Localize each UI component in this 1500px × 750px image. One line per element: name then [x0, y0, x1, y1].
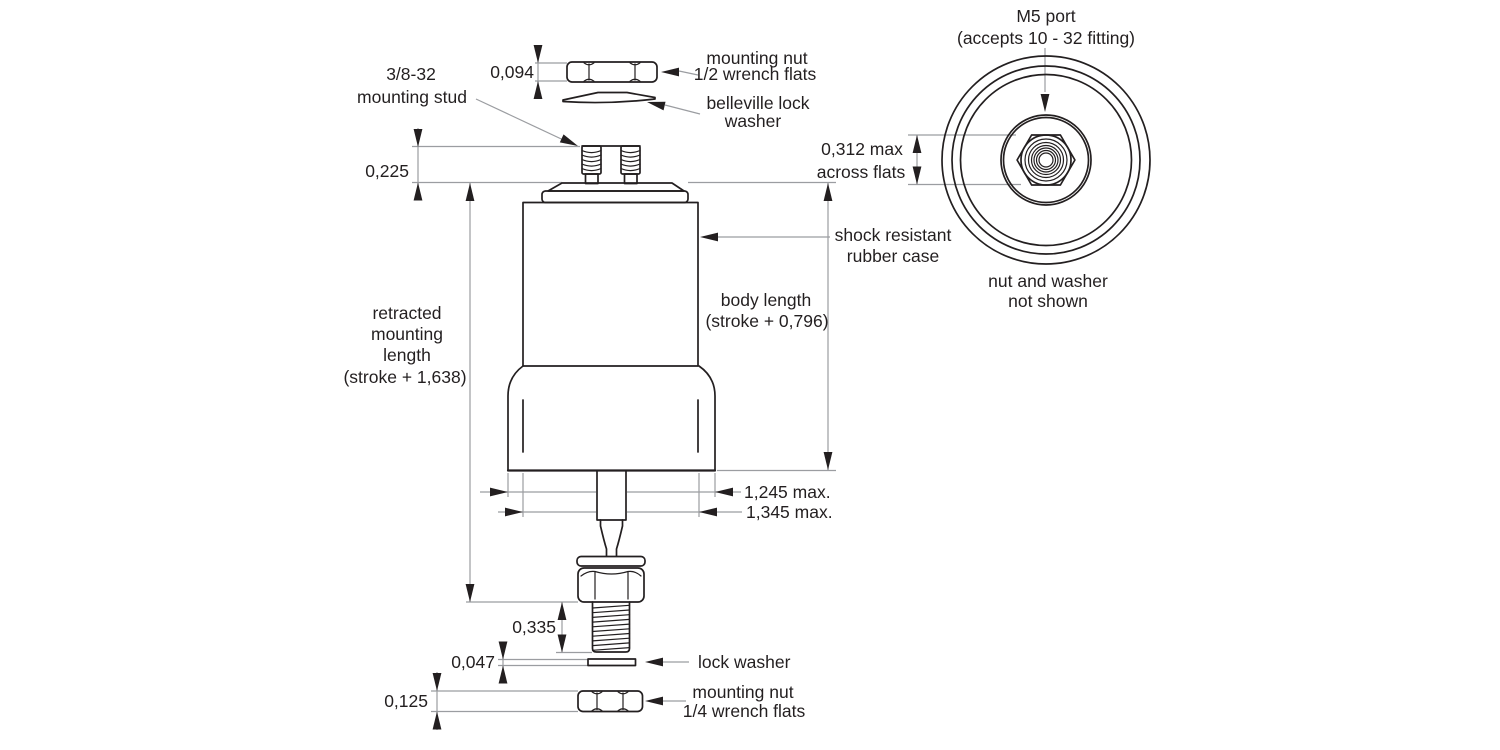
dim-0225: 0,225: [365, 161, 409, 181]
label-shock-case-line2: rubber case: [847, 246, 939, 266]
bottom-nut: [577, 690, 644, 713]
port-circle: [1030, 144, 1062, 176]
label-across-flats-line2: across flats: [817, 162, 906, 182]
label-stud-line1: 3/8-32: [386, 64, 436, 84]
label-shock-case-line1: shock resistant: [835, 225, 952, 245]
dim-0335: 0,335: [512, 617, 556, 637]
label-belleville-line2: washer: [724, 111, 782, 131]
rod-taper: [599, 519, 624, 557]
label-nut-washer-note-line2: not shown: [1008, 291, 1088, 311]
piston-rod: [596, 469, 627, 521]
dim-1345: 1,345 max.: [746, 502, 833, 522]
label-bottom-nut-line2: 1/4 wrench flats: [683, 701, 806, 721]
top-view-circle: [959, 73, 1133, 247]
dim-0047: 0,047: [451, 652, 495, 672]
case-cap-step: [541, 190, 689, 204]
top-view-circle: [951, 65, 1141, 255]
labels: 3/8-32 mounting stud 0,094 0,225 mountin…: [343, 6, 1135, 721]
top-view-hex-flats: [1016, 134, 1076, 186]
lower-stud-threads: [591, 604, 631, 651]
case-body: [522, 201, 699, 367]
label-body-length-line1: body length: [721, 290, 812, 310]
top-view-geometry: [941, 55, 1151, 265]
case-skirt: [507, 365, 716, 472]
port-circle: [1027, 141, 1065, 179]
rod-hex-nut: [577, 567, 645, 603]
stud-shank-right: [623, 173, 638, 185]
top-nut-facets: [583, 62, 641, 82]
label-retracted-line3: length: [383, 345, 431, 365]
rod-hex-nut-facets: [580, 570, 642, 600]
port-circle: [1033, 147, 1059, 173]
belleville-washer-part: [562, 91, 656, 104]
rod-end-plate: [576, 555, 646, 567]
case-cap-top: [547, 182, 685, 192]
label-retracted-line4: (stroke + 1,638): [343, 367, 466, 387]
skirt-inner-ticks: [522, 399, 699, 453]
top-view-boss-circle: [1000, 114, 1092, 206]
label-nut-washer-note-line1: nut and washer: [988, 271, 1108, 291]
label-across-flats-line1: 0,312 max: [821, 139, 903, 159]
label-m5-port-line2: (accepts 10 - 32 fitting): [957, 28, 1135, 48]
side-view-geometry: [506, 61, 717, 713]
top-view-boss-circle: [1002, 116, 1090, 204]
label-stud-line2: mounting stud: [357, 87, 467, 107]
dim-0094: 0,094: [490, 62, 534, 82]
label-lock-washer: lock washer: [698, 652, 791, 672]
stud-shank-left: [584, 173, 599, 185]
label-top-nut-line1: mounting nut: [706, 48, 807, 68]
port-circle: [1020, 134, 1072, 186]
lock-washer-part: [587, 658, 637, 667]
label-m5-port-line1: M5 port: [1016, 6, 1075, 26]
top-view-outer-circle: [941, 55, 1151, 265]
port-circle: [1035, 149, 1057, 171]
port-circle: [1038, 152, 1054, 168]
dim-0125: 0,125: [384, 691, 428, 711]
port-circle: [1024, 138, 1068, 182]
top-nut: [566, 61, 658, 83]
bottom-nut-facets: [591, 691, 629, 712]
label-retracted-line1: retracted: [372, 303, 441, 323]
label-body-length-line2: (stroke + 0,796): [705, 311, 828, 331]
dimension-lines: [412, 45, 1046, 730]
dim-1245: 1,245 max.: [744, 482, 831, 502]
label-retracted-line2: mounting: [371, 324, 443, 344]
label-belleville-line1: belleville lock: [706, 93, 809, 113]
label-top-nut-line2: 1/2 wrench flats: [694, 64, 817, 84]
label-bottom-nut-line1: mounting nut: [692, 682, 793, 702]
